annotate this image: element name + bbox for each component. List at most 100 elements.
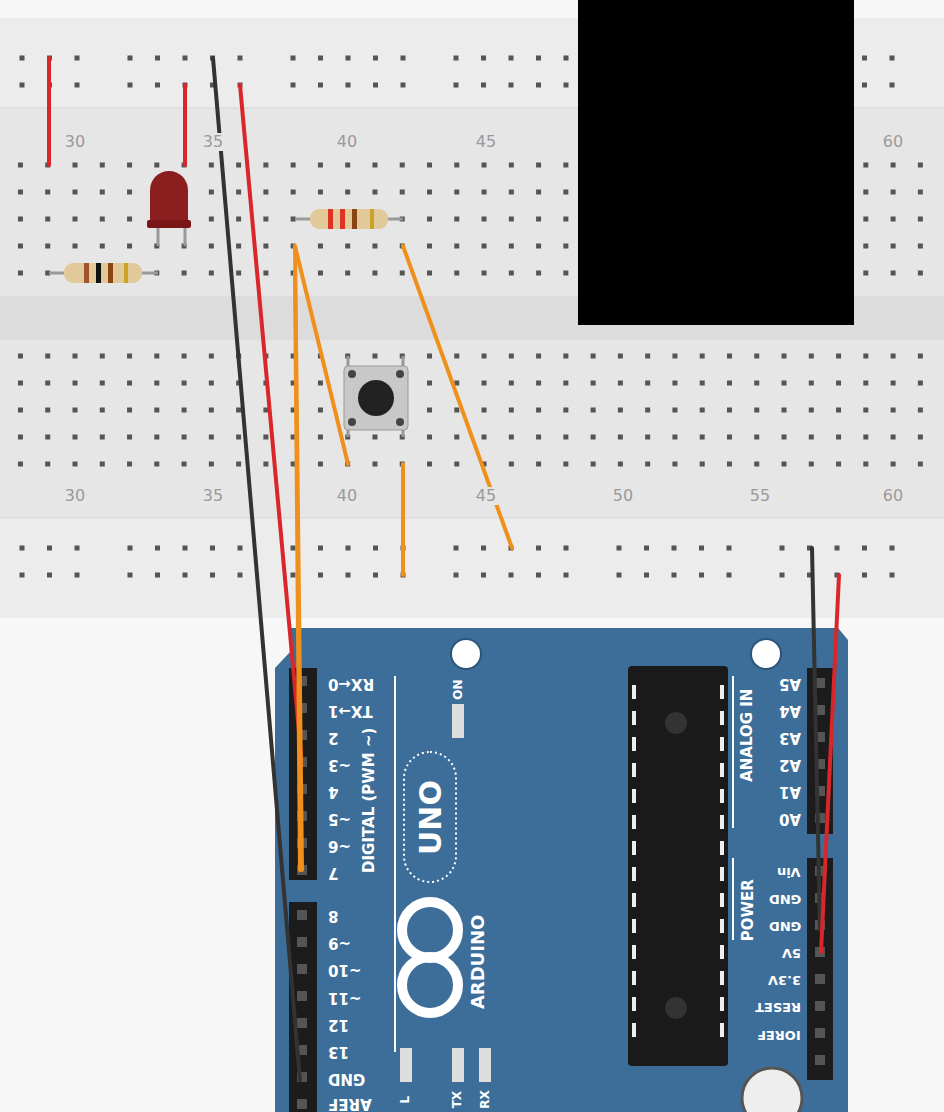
hole: [75, 56, 80, 61]
hole: [591, 408, 596, 413]
hole: [318, 435, 323, 440]
hole: [564, 573, 569, 578]
hole: [645, 354, 650, 359]
hole: [836, 381, 841, 386]
hole: [154, 408, 159, 413]
hole: [291, 217, 296, 222]
pin: [297, 1099, 307, 1109]
hole: [75, 573, 80, 578]
hole: [127, 408, 132, 413]
hole: [209, 190, 214, 195]
led-label: ON: [451, 680, 464, 700]
hole: [862, 546, 867, 551]
pin-label: 13: [328, 1043, 349, 1060]
hole: [890, 56, 895, 61]
hole: [509, 244, 514, 249]
hole: [863, 354, 868, 359]
hole: [700, 408, 705, 413]
hole: [645, 408, 650, 413]
pin: [815, 1001, 825, 1011]
hole: [236, 217, 241, 222]
hole: [75, 83, 80, 88]
hole: [918, 271, 923, 276]
hole: [372, 244, 377, 249]
hole: [536, 546, 541, 551]
hole: [862, 573, 867, 578]
hole: [591, 462, 596, 467]
hole: [73, 381, 78, 386]
hole: [618, 408, 623, 413]
pin-label: A3: [779, 729, 801, 746]
hole: [754, 435, 759, 440]
hole: [482, 354, 487, 359]
hole: [918, 163, 923, 168]
hole: [236, 244, 241, 249]
hole: [727, 381, 732, 386]
hole: [346, 546, 351, 551]
hole: [127, 163, 132, 168]
hole: [209, 271, 214, 276]
hole: [210, 546, 215, 551]
pin-label: A1: [779, 783, 801, 800]
hole: [809, 381, 814, 386]
hole: [482, 244, 487, 249]
hole: [47, 573, 52, 578]
hole: [482, 271, 487, 276]
chip-pin: [632, 815, 636, 829]
hole: [509, 435, 514, 440]
hole: [400, 271, 405, 276]
hole: [73, 217, 78, 222]
hole: [427, 190, 432, 195]
hole: [127, 244, 132, 249]
uno-outline: [404, 752, 456, 882]
column-number: 45: [474, 133, 498, 151]
hole: [509, 83, 514, 88]
hole: [45, 408, 50, 413]
hole: [454, 83, 459, 88]
pin-label: GND: [328, 1070, 365, 1087]
chip: [628, 666, 728, 1066]
hole: [780, 546, 785, 551]
hole: [809, 354, 814, 359]
hole: [754, 354, 759, 359]
hole: [836, 435, 841, 440]
hole: [100, 462, 105, 467]
hole: [236, 408, 241, 413]
hole: [291, 573, 296, 578]
hole: [291, 190, 296, 195]
hole: [127, 435, 132, 440]
pin-label: 5V: [782, 946, 801, 960]
hole: [47, 546, 52, 551]
chip-pin: [720, 711, 724, 725]
column-number: 40: [335, 133, 359, 151]
hole: [236, 435, 241, 440]
hole: [154, 354, 159, 359]
hole: [727, 546, 732, 551]
hole: [183, 56, 188, 61]
hole: [210, 573, 215, 578]
pin-label: RX←0: [328, 675, 374, 692]
hole: [482, 381, 487, 386]
hole: [835, 546, 840, 551]
hole: [73, 354, 78, 359]
hole: [891, 381, 896, 386]
mount-hole: [451, 639, 481, 669]
hole: [427, 163, 432, 168]
pin-label: 12: [328, 1016, 349, 1033]
pin: [297, 964, 307, 974]
hole: [454, 462, 459, 467]
hole: [100, 190, 105, 195]
hole: [618, 354, 623, 359]
hole: [263, 217, 268, 222]
hole: [209, 244, 214, 249]
hole: [809, 435, 814, 440]
hole: [754, 381, 759, 386]
hole: [318, 546, 323, 551]
pin-label: Vin: [777, 865, 801, 879]
capacitor: [742, 1068, 802, 1112]
hole: [918, 190, 923, 195]
chip-pin: [632, 711, 636, 725]
chip-pin: [720, 997, 724, 1011]
hole: [482, 190, 487, 195]
pin-label: A2: [779, 756, 801, 773]
